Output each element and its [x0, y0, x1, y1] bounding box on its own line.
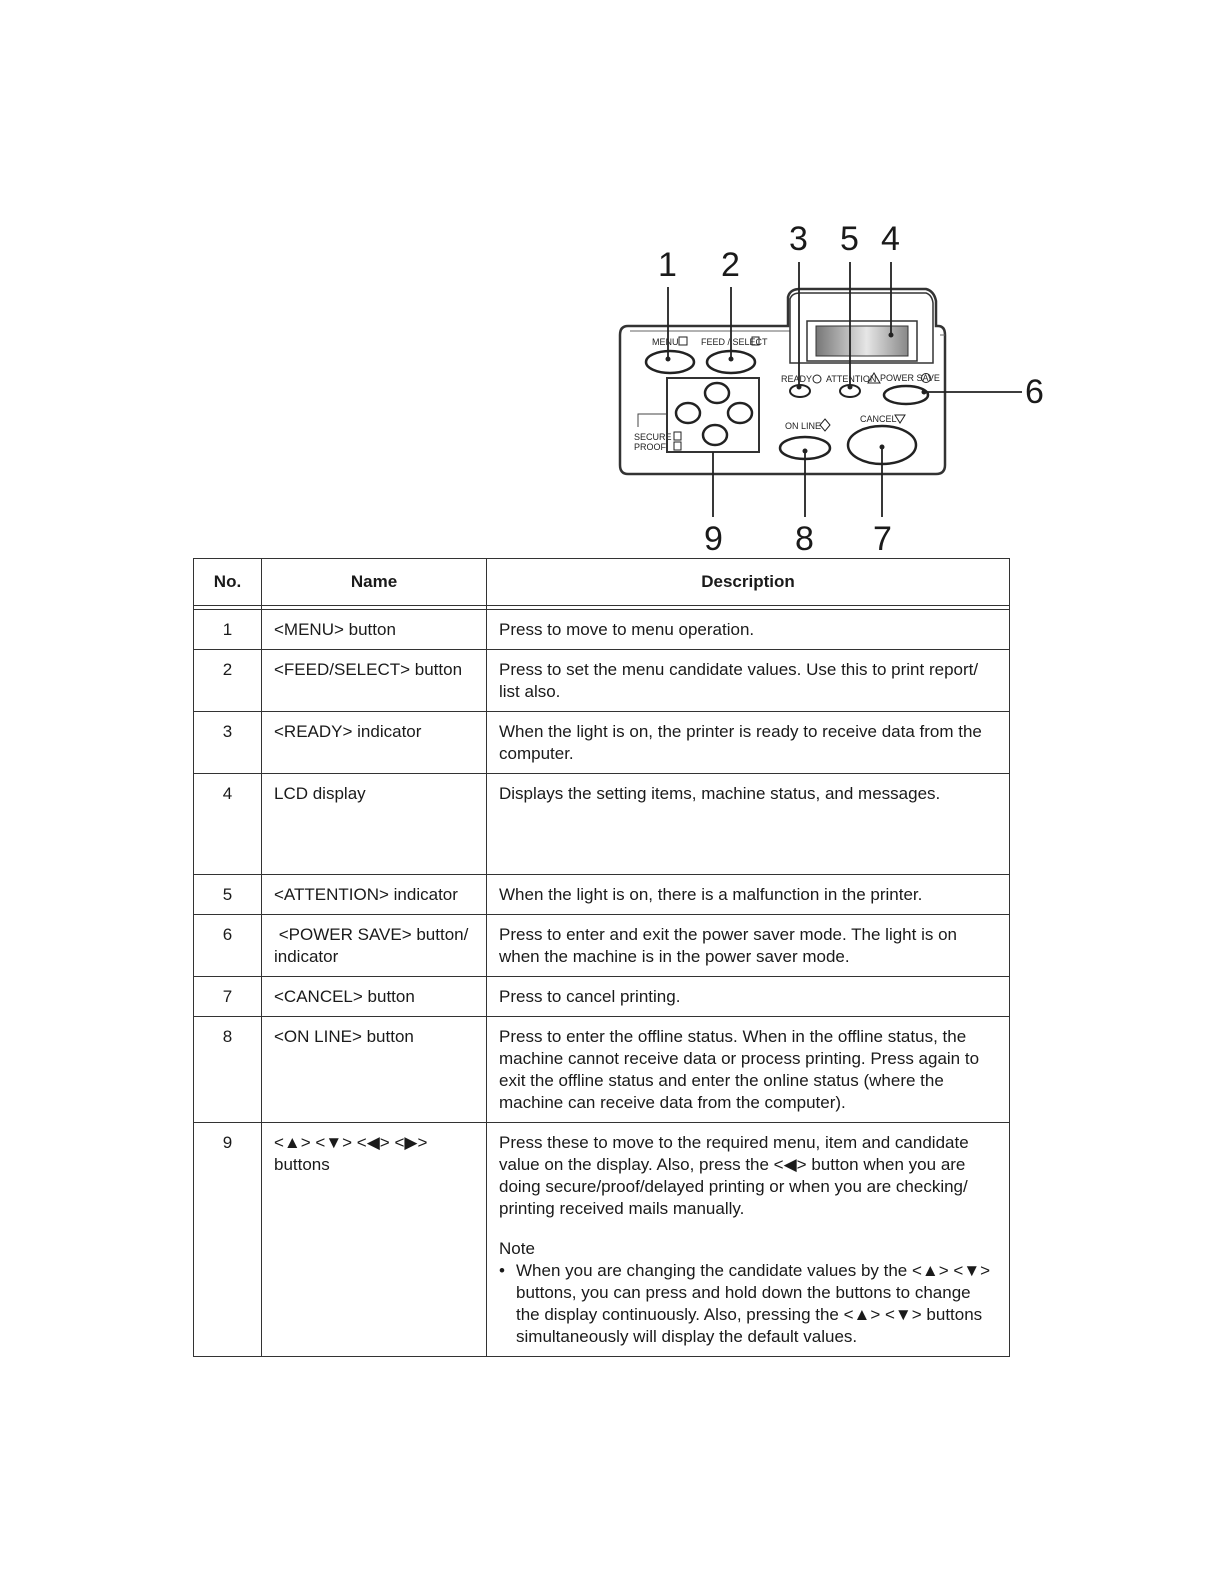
callout-5: 5 — [840, 220, 859, 258]
row-description: Press to set the menu candidate values. … — [486, 649, 1010, 712]
table-row: 7 <CANCEL> button Press to cancel printi… — [193, 976, 1010, 1017]
lcd-housing — [789, 292, 934, 364]
row-no: 5 — [193, 874, 262, 915]
secure-bracket — [637, 413, 666, 427]
row-no: 8 — [193, 1016, 262, 1123]
leader-lines — [667, 262, 1022, 517]
attention-icon — [867, 372, 881, 384]
row-name: <CANCEL> button — [261, 976, 487, 1017]
row-description: Press to cancel printing. — [486, 976, 1010, 1017]
control-panel-reference-table: No. Name Description 1 <MENU> button Pre… — [193, 558, 1010, 1357]
row-description: When the light is on, the printer is rea… — [486, 711, 1010, 774]
callout-9: 9 — [704, 520, 723, 558]
control-panel-diagram: MENU FEED / SELECT READY ATTENTION POWER… — [618, 220, 1044, 558]
row-description: Press these to move to the required menu… — [499, 1133, 969, 1218]
secure-label: SECURE — [634, 432, 672, 442]
power-save-icon — [921, 373, 931, 383]
feed-select-icon — [751, 336, 760, 346]
row-name: LCD display — [261, 773, 487, 875]
row-name: <ON LINE> button — [261, 1016, 487, 1123]
power-save-label: POWER SAVE — [880, 373, 940, 383]
row-description: Press to enter the offline status. When … — [486, 1016, 1010, 1123]
row-description-with-note: Press these to move to the required menu… — [486, 1122, 1010, 1357]
menu-label: MENU — [652, 337, 679, 347]
panel-inner — [630, 330, 945, 336]
table-row: 9 <▲> <▼> <◀> <▶> buttons Press these to… — [193, 1122, 1010, 1357]
on-line-label: ON LINE — [785, 421, 821, 431]
row-description: Press to enter and exit the power saver … — [486, 914, 1010, 977]
row-name: <ATTENTION> indicator — [261, 874, 487, 915]
row-name: <FEED/SELECT> button — [261, 649, 487, 712]
lcd-display — [815, 325, 909, 357]
ready-label: READY — [781, 374, 812, 384]
table-row: 5 <ATTENTION> indicator When the light i… — [193, 874, 1010, 915]
row-description: Displays the setting items, machine stat… — [486, 773, 1010, 875]
arrow-keys-frame — [666, 377, 760, 453]
proof-icon — [673, 441, 682, 451]
callout-6: 6 — [1025, 373, 1044, 411]
callout-8: 8 — [795, 520, 814, 558]
menu-button — [644, 349, 696, 375]
row-no: 6 — [193, 914, 262, 977]
note-title: Note — [499, 1239, 535, 1258]
callout-1: 1 — [658, 246, 677, 284]
table-row: 6 <POWER SAVE> button/ indicator Press t… — [193, 914, 1010, 977]
menu-icon — [678, 336, 688, 346]
callout-3: 3 — [789, 220, 808, 258]
cancel-label: CANCEL — [860, 414, 897, 424]
on-line-icon — [819, 418, 831, 432]
cancel-icon — [894, 414, 906, 424]
right-arrow-button — [726, 401, 754, 425]
row-no: 1 — [193, 609, 262, 650]
callout-4: 4 — [881, 220, 900, 258]
row-name: <▲> <▼> <◀> <▶> buttons — [261, 1122, 487, 1357]
callout-2: 2 — [721, 246, 740, 284]
down-arrow-button — [701, 423, 729, 447]
leader-dots — [665, 332, 927, 454]
note-bullet-item: • When you are changing the candidate va… — [499, 1260, 997, 1348]
header-description: Description — [486, 558, 1010, 606]
note-text: When you are changing the candidate valu… — [516, 1261, 991, 1346]
row-description: When the light is on, there is a malfunc… — [486, 874, 1010, 915]
row-no: 3 — [193, 711, 262, 774]
ready-icon — [812, 374, 822, 384]
up-arrow-button — [703, 381, 731, 405]
bullet-glyph: • — [499, 1261, 505, 1280]
callout-7: 7 — [873, 520, 892, 558]
row-description: Press to move to menu operation. — [486, 609, 1010, 650]
table-row: 3 <READY> indicator When the light is on… — [193, 711, 1010, 774]
lcd-bezel — [806, 320, 918, 362]
row-name: <MENU> button — [261, 609, 487, 650]
table-row: 4 LCD display Displays the setting items… — [193, 773, 1010, 875]
table-row: 1 <MENU> button Press to move to menu op… — [193, 609, 1010, 650]
left-arrow-button — [674, 401, 702, 425]
attention-label: ATTENTION — [826, 374, 876, 384]
row-name: <READY> indicator — [261, 711, 487, 774]
row-name: <POWER SAVE> button/ indicator — [261, 914, 487, 977]
table-row: 8 <ON LINE> button Press to enter the of… — [193, 1016, 1010, 1123]
secure-icon — [673, 431, 682, 441]
table-row: 2 <FEED/SELECT> button Press to set the … — [193, 649, 1010, 712]
control-panel-figure: MENU FEED / SELECT READY ATTENTION POWER… — [600, 215, 1060, 560]
header-no: No. — [193, 558, 262, 606]
row-no: 9 — [193, 1122, 262, 1357]
row-no: 7 — [193, 976, 262, 1017]
row-no: 4 — [193, 773, 262, 875]
power-save-button — [882, 384, 930, 406]
row-no: 2 — [193, 649, 262, 712]
table-header-row: No. Name Description — [193, 558, 1010, 606]
proof-label: PROOF — [634, 442, 667, 452]
header-name: Name — [261, 558, 487, 606]
feed-select-label: FEED / SELECT — [701, 337, 768, 347]
